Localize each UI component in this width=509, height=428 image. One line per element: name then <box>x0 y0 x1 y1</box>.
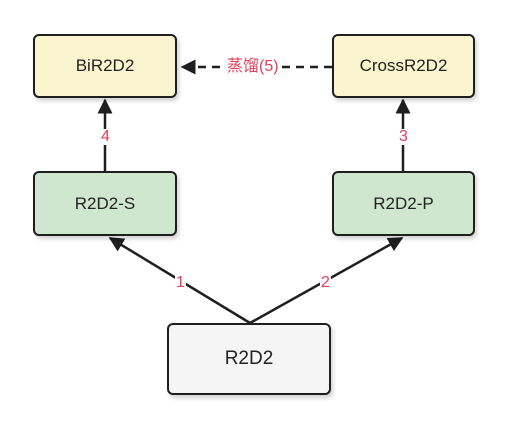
node-r2d2-s: R2D2-S <box>33 171 177 236</box>
edge-label-2: 2 <box>320 274 331 291</box>
edge-label-5: 蒸馏(5) <box>226 58 280 75</box>
edge-label-3: 3 <box>398 128 409 145</box>
edge-label-4: 4 <box>100 128 111 145</box>
node-r2d2-p: R2D2-P <box>332 171 475 236</box>
node-bir2d2: BiR2D2 <box>33 34 177 98</box>
node-r2d2: R2D2 <box>167 323 331 395</box>
node-crossr2d2: CrossR2D2 <box>332 34 475 98</box>
edge-label-1: 1 <box>175 274 186 291</box>
